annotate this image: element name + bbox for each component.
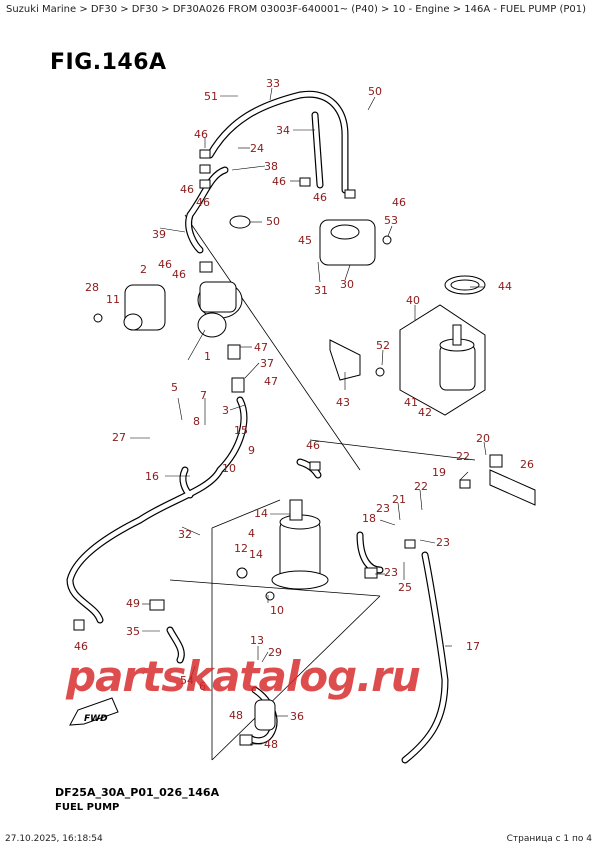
part-label: 53 (384, 214, 398, 227)
part-label: 26 (520, 458, 534, 471)
part-label: 50 (368, 85, 382, 98)
part-label: 41 (404, 396, 418, 409)
components (73, 149, 536, 746)
part-label: 36 (290, 710, 304, 723)
caption-code: DF25A_30A_P01_026_146A (55, 786, 220, 799)
part-label: 8 (193, 415, 200, 428)
part-label: 54 (180, 674, 194, 687)
part-label: 44 (498, 280, 512, 293)
part-label: 18 (362, 512, 376, 525)
part-label: 49 (126, 597, 140, 610)
part-label: 47 (254, 341, 268, 354)
fwd-label: FWD (84, 714, 108, 724)
part-label: 23 (376, 502, 390, 515)
part-label: 52 (376, 339, 390, 352)
part-label: 51 (204, 90, 218, 103)
part-label: 33 (266, 77, 280, 90)
fwd-arrow-icon: FWD (69, 697, 119, 726)
part-label: 47 (264, 375, 278, 388)
watermark: partskatalog.ru (66, 652, 421, 701)
part-label: 40 (406, 294, 420, 307)
part-label: 39 (152, 228, 166, 241)
part-label: 16 (145, 470, 159, 483)
part-label: 46 (272, 175, 286, 188)
part-label: 34 (276, 124, 290, 137)
part-label: 23 (384, 566, 398, 579)
part-label: 24 (250, 142, 264, 155)
figure-title: FIG.146A (50, 50, 167, 75)
part-label: 42 (418, 406, 432, 419)
part-label: 32 (178, 528, 192, 541)
part-label: 20 (476, 432, 490, 445)
part-label: 19 (432, 466, 446, 479)
part-label: 3 (222, 404, 229, 417)
part-label: 22 (414, 480, 428, 493)
part-label: 31 (314, 284, 328, 297)
part-label: 4 (248, 527, 255, 540)
breadcrumb[interactable]: Suzuki Marine > DF30 > DF30 > DF30A026 F… (6, 4, 587, 15)
part-label: 28 (85, 281, 99, 294)
part-label: 50 (266, 215, 280, 228)
part-label: 15 (234, 424, 248, 437)
footer-page: Страница с 1 по 4 (506, 834, 592, 844)
part-label: 14 (249, 548, 263, 561)
part-label: 13 (250, 634, 264, 647)
part-label: 27 (112, 431, 126, 444)
caption-name: FUEL PUMP (55, 802, 120, 813)
part-label: 2 (140, 263, 147, 276)
part-label: 45 (298, 234, 312, 247)
frame-lines (169, 214, 476, 761)
part-label: 46 (392, 196, 406, 209)
part-label: 21 (392, 493, 406, 506)
part-label: 17 (466, 640, 480, 653)
part-label: 48 (264, 738, 278, 751)
part-label: 6 (199, 680, 206, 693)
part-label: 7 (200, 389, 207, 402)
part-label: 46 (196, 196, 210, 209)
part-label: 25 (398, 581, 412, 594)
part-label: 37 (260, 357, 274, 370)
part-label: 46 (194, 128, 208, 141)
part-label: 46 (158, 258, 172, 271)
part-label: 29 (268, 646, 282, 659)
part-label: 9 (248, 444, 255, 457)
part-label: 48 (229, 709, 243, 722)
part-label: 38 (264, 160, 278, 173)
part-label: 23 (436, 536, 450, 549)
part-label: 46 (172, 268, 186, 281)
part-label: 43 (336, 396, 350, 409)
footer-timestamp: 27.10.2025, 16:18:54 (5, 834, 103, 844)
part-label: 46 (306, 439, 320, 452)
part-label: 11 (106, 293, 120, 306)
part-label: 46 (74, 640, 88, 653)
part-label: 35 (126, 625, 140, 638)
part-labels: 51 33 50 46 34 24 38 46 46 46 46 46 50 5… (74, 77, 534, 751)
part-label: 10 (222, 462, 236, 475)
part-label: 30 (340, 278, 354, 291)
part-label: 46 (313, 191, 327, 204)
part-label: 12 (234, 542, 248, 555)
leader-lines (130, 87, 487, 745)
part-label: 1 (204, 350, 211, 363)
part-label: 46 (180, 183, 194, 196)
part-label: 14 (254, 507, 268, 520)
part-label: 22 (456, 450, 470, 463)
part-label: 10 (270, 604, 284, 617)
part-label: 5 (171, 381, 178, 394)
